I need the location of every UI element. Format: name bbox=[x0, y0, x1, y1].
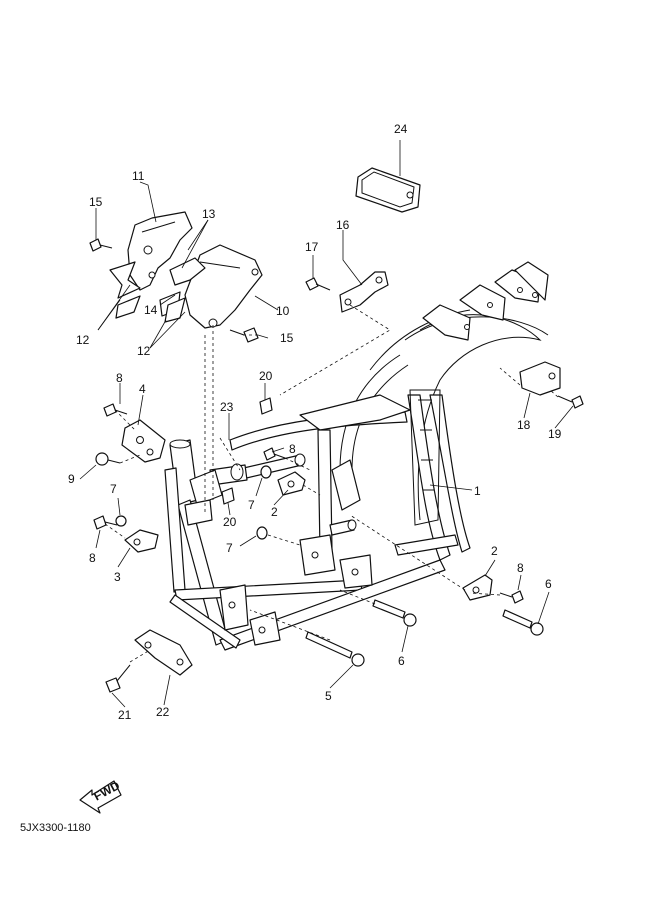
part-8-bolt-right bbox=[499, 590, 524, 604]
part-5-long-bolt bbox=[305, 631, 365, 667]
part-8-bolt-left bbox=[93, 515, 118, 530]
part-12-grommet-right bbox=[164, 297, 186, 323]
assembly-guide-lines bbox=[104, 304, 559, 663]
part-16-bracket bbox=[339, 271, 389, 313]
leader-lines bbox=[79, 140, 574, 708]
part-8-bolt-mid bbox=[263, 447, 286, 461]
callout-13: 13 bbox=[202, 207, 216, 221]
callout-22: 21 bbox=[118, 708, 132, 722]
part-12-grommet-left bbox=[109, 261, 141, 319]
part-7-collar-lower bbox=[256, 526, 268, 540]
callout-11: 11 bbox=[132, 169, 145, 183]
callout-2-upper: 2 bbox=[271, 505, 278, 519]
callout-7-lower: 7 bbox=[226, 541, 233, 555]
callout-20-lower: 20 bbox=[223, 515, 237, 529]
part-18-damper bbox=[519, 361, 561, 396]
part-15-bolt-upper bbox=[89, 238, 113, 252]
part-21-skid-plate bbox=[134, 629, 193, 676]
part-17-bolt bbox=[305, 277, 331, 291]
part-15-bolt-lower bbox=[229, 327, 259, 343]
callout-6-center: 6 bbox=[398, 654, 405, 668]
callout-labels: 24 11 15 13 16 17 14 10 12 15 12 20 8 4 … bbox=[68, 122, 562, 722]
callout-12-left: 12 bbox=[76, 333, 90, 347]
callout-23: 23 bbox=[220, 400, 234, 414]
callout-10: 10 bbox=[276, 304, 290, 318]
callout-12-right: 12 bbox=[137, 344, 151, 358]
diagram-code: 5JX3300-1180 bbox=[20, 822, 91, 834]
callout-15-upper: 15 bbox=[89, 195, 103, 209]
frame-main bbox=[164, 261, 549, 651]
part-4-mount-plate bbox=[121, 419, 166, 463]
part-22-bolt bbox=[105, 664, 131, 693]
part-9-nut bbox=[95, 452, 121, 466]
callout-15-lower: 15 bbox=[280, 331, 294, 345]
callout-9: 9 bbox=[68, 472, 75, 486]
callout-8-right: 8 bbox=[517, 561, 524, 575]
part-7-collar-upper bbox=[260, 465, 272, 479]
part-6-bolt-right bbox=[502, 609, 544, 636]
part-6-bolt-center bbox=[372, 599, 417, 627]
callout-7-mid: 7 bbox=[248, 498, 255, 512]
callout-1: 1 bbox=[474, 484, 481, 498]
part-20-clip-upper bbox=[259, 397, 273, 415]
part-24-label-plate bbox=[355, 167, 421, 213]
fwd-arrow-icon: FWD bbox=[79, 778, 122, 814]
callout-7-upper: 7 bbox=[110, 482, 117, 496]
callout-2-right: 2 bbox=[491, 544, 498, 558]
callout-3: 3 bbox=[114, 570, 121, 584]
part-7-collar-left bbox=[115, 515, 127, 527]
callout-19: 19 bbox=[548, 427, 562, 441]
callout-20-upper: 20 bbox=[259, 369, 273, 383]
callout-24: 24 bbox=[394, 122, 408, 136]
callout-17: 17 bbox=[305, 240, 319, 254]
callout-8-upper: 8 bbox=[116, 371, 123, 385]
part-10-side-cover bbox=[184, 244, 263, 329]
part-3-mount-plate bbox=[124, 529, 159, 553]
callout-14: 14 bbox=[144, 303, 158, 317]
callout-4: 4 bbox=[139, 382, 146, 396]
callout-16: 16 bbox=[336, 218, 350, 232]
callout-8-left: 8 bbox=[89, 551, 96, 565]
callout-21: 22 bbox=[156, 705, 170, 719]
part-20-clip-lower bbox=[221, 487, 235, 505]
callout-5: 5 bbox=[325, 689, 332, 703]
part-2-bracket-upper bbox=[277, 471, 306, 496]
callout-6-right: 6 bbox=[545, 577, 552, 591]
part-8-bolt-upper bbox=[103, 403, 128, 417]
callout-18: 18 bbox=[517, 418, 531, 432]
part-2-bracket-right bbox=[462, 574, 493, 601]
callout-8-mid: 8 bbox=[289, 442, 296, 456]
part-19-bolt bbox=[557, 395, 584, 409]
